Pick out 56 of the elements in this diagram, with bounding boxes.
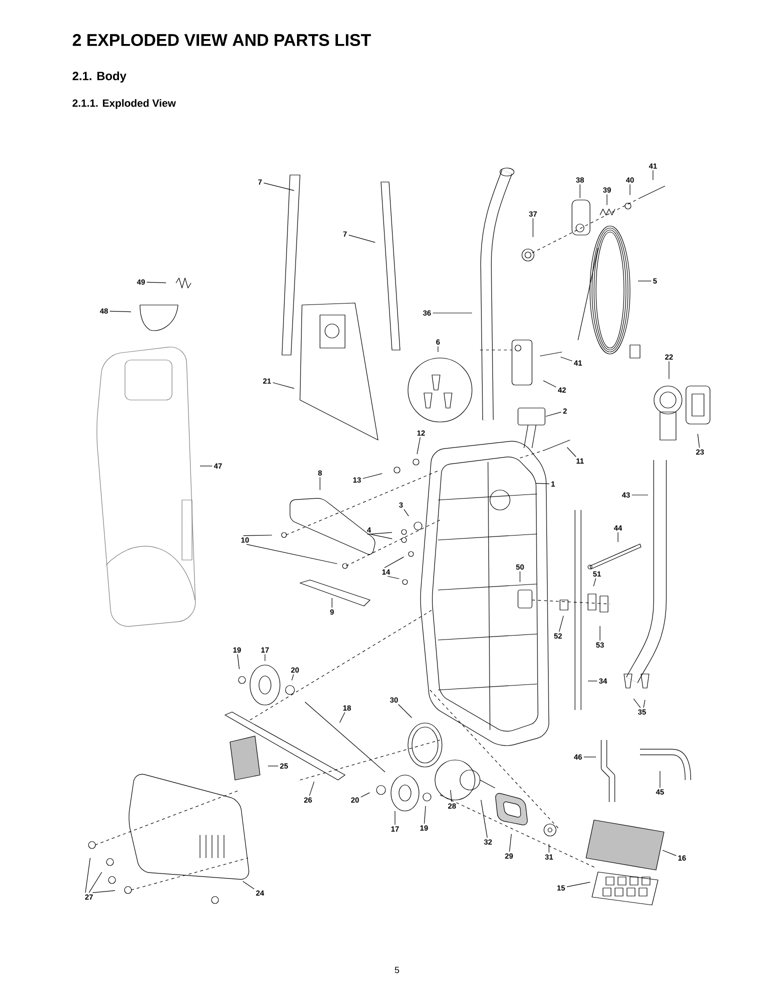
leader-line <box>606 194 608 206</box>
leader-line <box>309 781 314 796</box>
leader-line <box>584 756 596 758</box>
leader-line <box>370 534 392 540</box>
leader-line <box>416 437 420 454</box>
leader-line <box>146 282 166 284</box>
leader-line <box>545 412 562 417</box>
leader-line <box>643 700 646 708</box>
leader-line <box>398 704 412 718</box>
leader-line <box>110 310 132 312</box>
page-number: 5 <box>394 966 400 974</box>
leader-line <box>566 447 576 458</box>
leader-line <box>633 698 641 708</box>
leader-line <box>548 844 550 853</box>
leader-line <box>339 712 346 723</box>
leader-line <box>264 654 266 662</box>
leader-line <box>632 494 648 496</box>
leader-line <box>291 674 294 681</box>
leader-line <box>424 806 426 824</box>
leader-line <box>88 872 102 893</box>
leader-line <box>560 356 572 362</box>
leader-line <box>652 170 654 180</box>
leader-line <box>243 534 272 536</box>
leader-line <box>697 434 700 448</box>
leader-line <box>348 234 376 243</box>
leader-line <box>237 654 240 670</box>
leader-line <box>432 312 472 314</box>
leader-line <box>543 380 556 388</box>
leader-line <box>588 680 598 682</box>
section-heading: 2.1. Body <box>72 71 126 83</box>
leader-line <box>384 556 404 568</box>
page-title: 2 EXPLODED VIEW AND PARTS LIST <box>72 34 371 46</box>
leader-line <box>367 532 392 535</box>
leader-line <box>450 790 452 802</box>
leader-line <box>242 881 254 890</box>
leader-line <box>92 890 116 893</box>
leader-line <box>387 576 400 580</box>
leader-line <box>662 850 676 856</box>
leader-line <box>536 482 550 484</box>
leader-line <box>272 382 294 389</box>
leader-line <box>360 792 370 798</box>
leader-line <box>362 473 382 479</box>
leader-line <box>509 834 512 852</box>
leader-line <box>263 182 294 191</box>
subsection-heading: 2.1.1. Exploded View <box>72 99 176 109</box>
leader-line <box>558 616 564 632</box>
leader-line <box>532 218 534 238</box>
leader-line <box>394 810 396 826</box>
leader-line <box>480 800 488 838</box>
leader-line <box>85 858 90 893</box>
leader-line <box>404 509 409 516</box>
leader-line <box>593 578 596 587</box>
leader-line <box>668 361 670 380</box>
leader-line <box>566 882 590 888</box>
leader-line <box>638 280 652 282</box>
leader-line <box>246 544 338 564</box>
